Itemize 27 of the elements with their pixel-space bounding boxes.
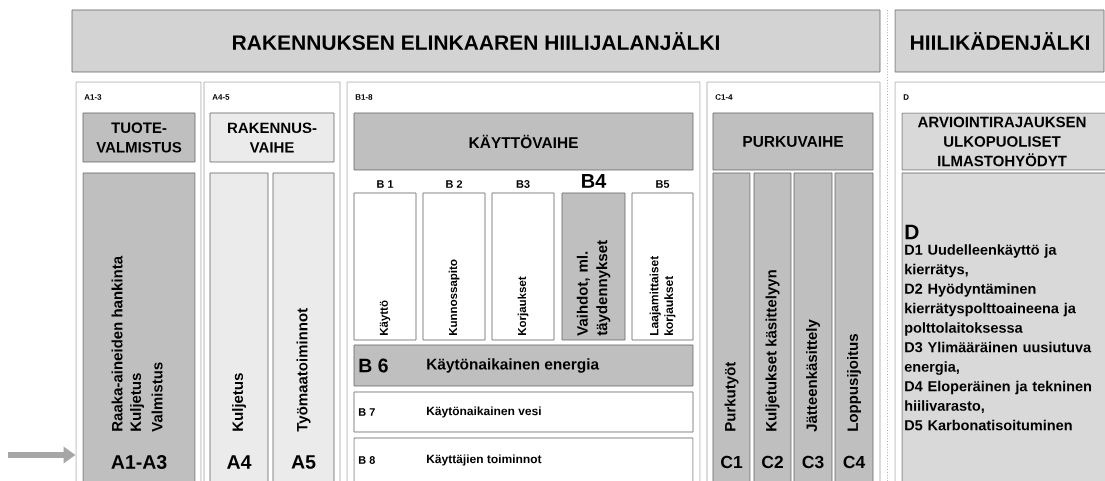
header-banner: RAKENNUKSEN ELINKAAREN HIILIJALANJÄLKI [71,9,881,73]
module-box: B 7 Käytönaikainen vesi [353,391,694,433]
module-box: B 8 Käyttäjien toiminnot [353,437,694,481]
module-box: B 6 Käytönaikainen energia [353,344,694,387]
module-box: B3 Korjaukset [491,180,555,341]
module-box: B5 Laajamittaiset korjaukset [631,180,694,341]
node-label: B 2 [446,180,463,188]
module-box: Kuljetus A4 [209,172,269,481]
node-label: B4 [582,174,607,188]
module-box: Purkutyöt C1 [712,172,751,481]
stage-heading-box: KÄYTTÖVAIHE [353,112,694,171]
stage-heading-box: PURKUVAIHE [712,112,874,171]
module-box: Kuljetukset käsittelyyn C2 [753,172,792,481]
module-box: Jätteenkäsittely C3 [793,172,833,481]
header-banner: HIILIKÄDENJÄLKI [894,9,1105,73]
module-box: Raaka-aineiden hankinta Kuljetus Valmistus A1-A3 [82,172,196,481]
module-box: B 1 Käyttö [353,180,417,341]
module-box: B 2 Kunnossapito [422,180,486,341]
module-box: B4 Vaihdot, ml. täydennykset [561,174,626,341]
node-label: B 1 [377,180,394,188]
node-label: B3 [516,180,530,188]
stage-heading-box: TUOTE-VALMISTUS [82,112,196,163]
module-box: Loppusijoitus C4 [834,172,874,481]
node-label: B5 [656,180,670,188]
module-box: Työmaatoiminnot A5 [272,172,335,481]
stage-heading-box: RAKENNUS-VAIHE [209,112,335,163]
stage-heading-box: ARVIOINTIRAJAUKSEN ULKOPUOLISET ILMASTOHYÖDYT [901,112,1105,171]
